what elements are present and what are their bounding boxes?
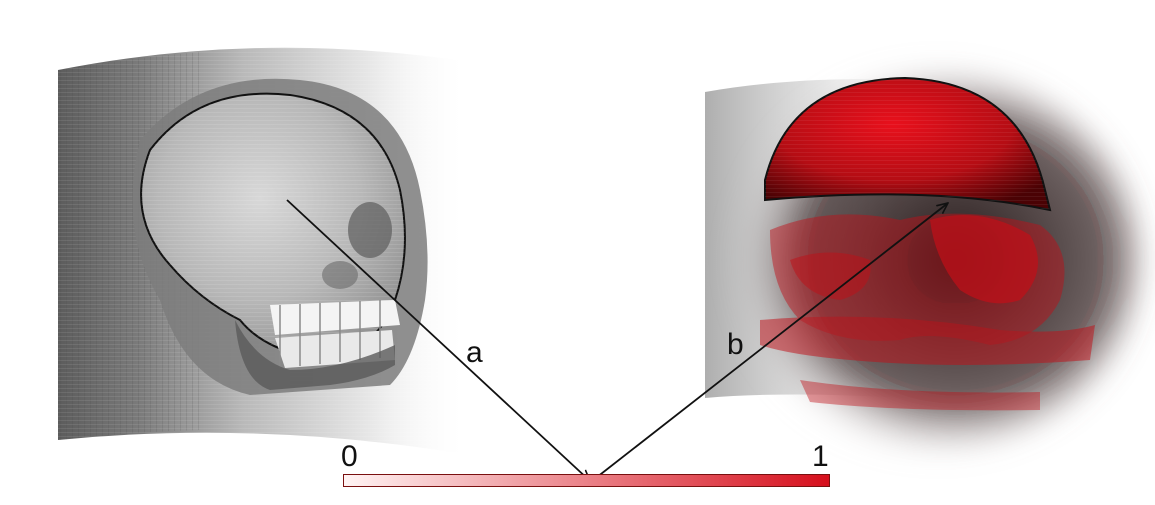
- color-scale-min-label: 0: [341, 442, 358, 472]
- vector-b-label: b: [727, 330, 744, 360]
- grayscale-volume-render: [58, 48, 470, 455]
- vector-a-label: a: [466, 338, 483, 368]
- red-volume-render: [705, 70, 1140, 450]
- color-scale-max-label: 1: [812, 442, 829, 472]
- eye-socket: [348, 202, 392, 258]
- color-scale-bar: [343, 474, 830, 487]
